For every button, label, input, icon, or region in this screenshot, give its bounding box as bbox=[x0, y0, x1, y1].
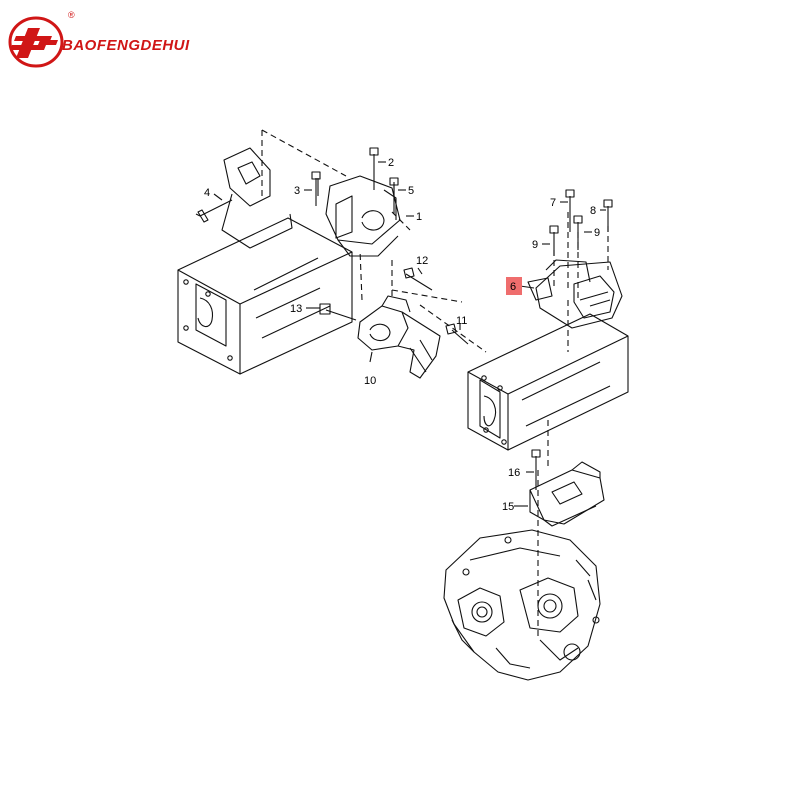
bolt-11 bbox=[445, 323, 469, 345]
engine-mount-1 bbox=[317, 175, 401, 257]
transmission-bracket-15 bbox=[529, 461, 605, 527]
left-subframe-beam bbox=[177, 217, 353, 375]
callout-16: 16 bbox=[508, 467, 520, 479]
callout-7: 7 bbox=[550, 197, 556, 209]
callout-11: 11 bbox=[456, 315, 467, 327]
right-subframe-beam bbox=[467, 313, 629, 451]
pendulum-mount-10 bbox=[357, 295, 441, 379]
bolt-9-b bbox=[573, 215, 583, 250]
callout-3: 3 bbox=[294, 185, 300, 197]
callout-8: 8 bbox=[590, 205, 596, 217]
callout-9-a: 9 bbox=[532, 239, 538, 251]
callout-5: 5 bbox=[408, 185, 414, 197]
highlight-part-6 bbox=[506, 277, 522, 295]
bolt-5 bbox=[389, 177, 399, 214]
bolt-4 bbox=[195, 199, 233, 223]
bolt-7 bbox=[565, 189, 575, 232]
bolt-13 bbox=[319, 303, 357, 321]
bolt-12 bbox=[403, 267, 433, 291]
bolt-16 bbox=[531, 449, 541, 490]
assembly-guide-lines-left bbox=[261, 129, 487, 353]
transmission-mount-6 bbox=[527, 259, 623, 329]
callout-9-b: 9 bbox=[594, 227, 600, 239]
bolt-8 bbox=[603, 199, 613, 232]
registered-mark: ® bbox=[68, 10, 75, 20]
bolt-3 bbox=[311, 171, 321, 206]
callout-1: 1 bbox=[416, 211, 422, 223]
bolt-2 bbox=[369, 147, 379, 190]
callout-12: 12 bbox=[416, 255, 428, 267]
bolt-9-a bbox=[549, 225, 559, 256]
callout-10: 10 bbox=[364, 375, 376, 387]
callout-13: 13 bbox=[290, 303, 302, 315]
engine-bracket-left bbox=[221, 147, 293, 249]
brand-logo-icon bbox=[8, 16, 64, 68]
gearbox-assembly bbox=[443, 529, 601, 681]
callout-6: 6 bbox=[510, 281, 516, 293]
brand-name: BAOFENGDEHUI bbox=[62, 37, 190, 54]
callout-4: 4 bbox=[204, 187, 210, 199]
callout-leaders bbox=[213, 161, 606, 507]
callout-15: 15 bbox=[502, 501, 514, 513]
callout-2: 2 bbox=[388, 157, 394, 169]
